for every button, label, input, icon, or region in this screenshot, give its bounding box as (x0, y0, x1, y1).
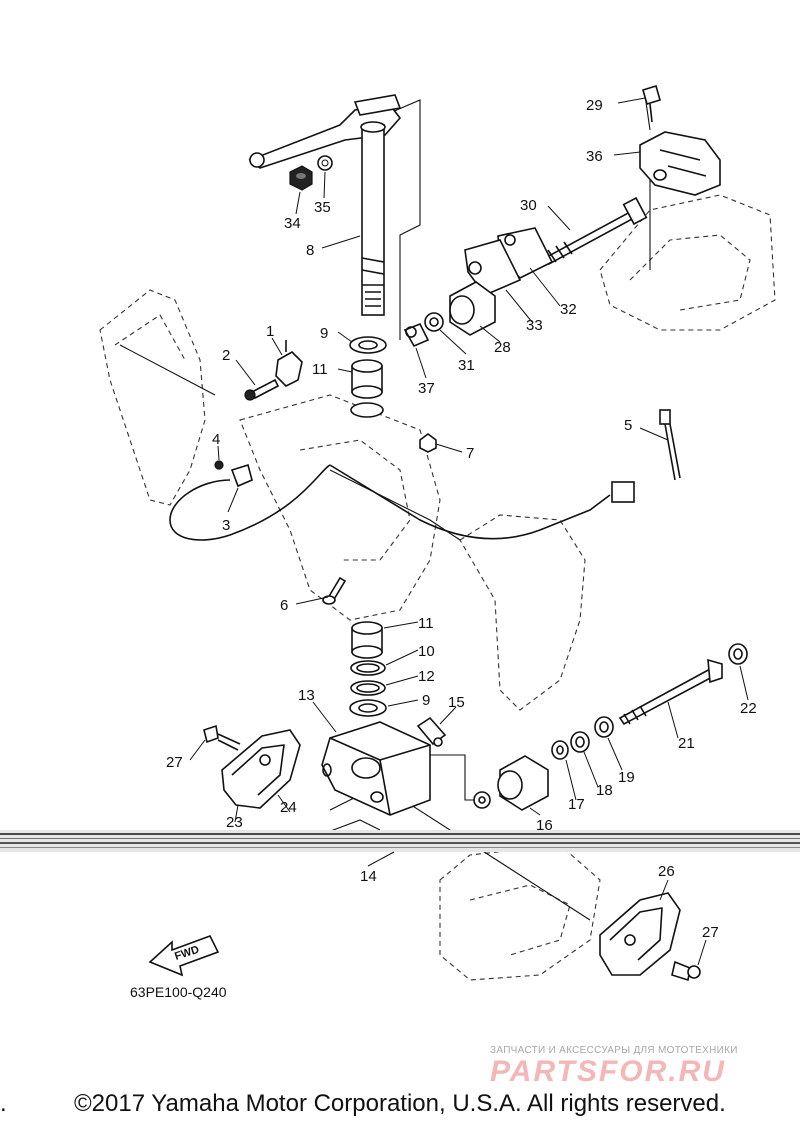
callout-29: 29 (586, 97, 603, 114)
upper-bushing-set (349, 336, 387, 418)
callout-15: 15 (448, 694, 465, 711)
callout-10: 10 (418, 643, 435, 660)
callout-32: 32 (560, 301, 577, 318)
stud-bracket (416, 716, 447, 747)
callout-22: 22 (740, 700, 757, 717)
callout-18: 18 (596, 782, 613, 799)
callout-7: 7 (466, 445, 474, 462)
callout-31: 31 (458, 357, 475, 374)
upper-mount-cap (639, 84, 721, 196)
callout-numbers: 1 2 3 4 5 6 7 8 9 9 10 11 11 12 13 14 15… (166, 97, 757, 941)
callout-33: 33 (526, 317, 543, 334)
callout-26: 26 (658, 863, 675, 880)
callout-11-lower: 11 (418, 615, 434, 632)
callout-37: 37 (418, 380, 435, 397)
lower-unit-outline (439, 844, 601, 981)
callout-30: 30 (520, 197, 537, 214)
ground-lead (169, 460, 635, 541)
callout-27-right: 27 (702, 924, 719, 941)
nut-and-washer (289, 155, 333, 191)
scan-band (0, 830, 800, 852)
callout-24: 24 (280, 799, 297, 816)
callout-14: 14 (360, 868, 377, 885)
side-bracket-outline (459, 514, 586, 711)
callout-28: 28 (494, 339, 511, 356)
right-cover-set (599, 892, 701, 982)
edge-mark: . (0, 1090, 7, 1117)
upper-mount-assembly (403, 196, 648, 348)
callout-34: 34 (284, 215, 301, 232)
callout-2: 2 (222, 347, 230, 364)
small-fasteners (322, 433, 437, 605)
callout-6: 6 (280, 597, 288, 614)
callout-9-upper: 9 (320, 325, 328, 342)
callout-23: 23 (226, 814, 243, 831)
engine-base-outline (599, 194, 776, 331)
steering-arm-shaft (248, 94, 402, 316)
callout-5: 5 (624, 417, 632, 434)
callout-13: 13 (298, 687, 315, 704)
copyright-notice: ©2017 Yamaha Motor Corporation, U.S.A. A… (74, 1090, 726, 1117)
diagram-code: 63PE100-Q240 (130, 984, 227, 1000)
cable-clamp-bolt (244, 340, 303, 401)
lower-mount-housing (321, 721, 431, 816)
callout-8: 8 (306, 242, 314, 259)
watermark-logo: PARTSFOR.RU (490, 1055, 726, 1088)
cable-tie (659, 409, 681, 481)
callout-27-left: 27 (166, 754, 183, 771)
fwd-arrow-icon: FWD (148, 935, 220, 977)
callout-3: 3 (222, 517, 230, 534)
callout-19: 19 (618, 769, 635, 786)
left-cover-set (203, 724, 301, 809)
callout-17: 17 (568, 796, 585, 813)
lower-mount-bolt-set (473, 643, 748, 811)
callout-36: 36 (586, 148, 603, 165)
callout-16: 16 (536, 817, 553, 834)
callout-4: 4 (212, 431, 220, 448)
callout-12: 12 (418, 668, 435, 685)
lower-bushing-set (349, 621, 387, 717)
callout-21: 21 (678, 735, 695, 752)
callout-11-upper: 11 (312, 361, 328, 378)
watermark-tagline: ЗАПЧАСТИ И АКСЕССУАРЫ ДЛЯ МОТОТЕХНИКИ (490, 1045, 738, 1056)
callout-1: 1 (266, 323, 274, 340)
callout-leaders (189, 97, 749, 966)
callout-35: 35 (314, 199, 331, 216)
clamp-bracket-outline (99, 289, 206, 506)
callout-9-lower: 9 (422, 692, 430, 709)
